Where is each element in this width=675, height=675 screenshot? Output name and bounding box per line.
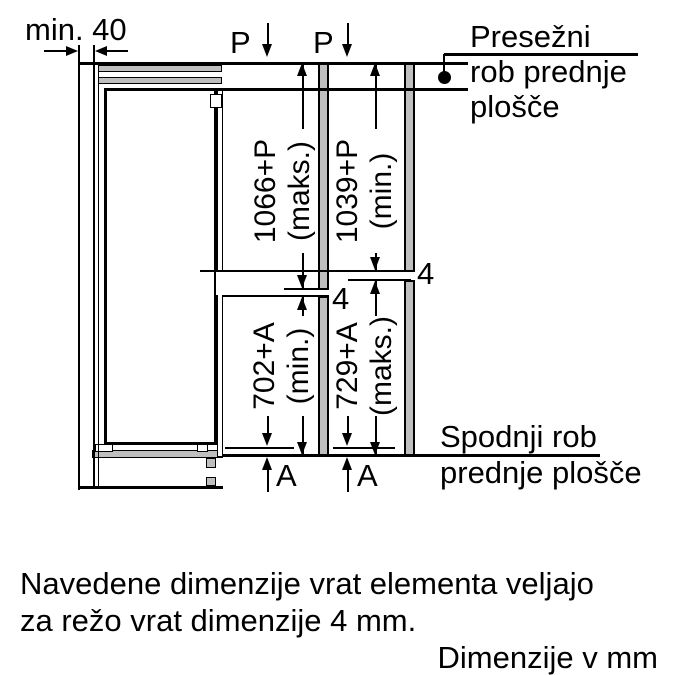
callout-leader-line xyxy=(444,53,638,56)
wall-line-left xyxy=(78,45,80,490)
top-edge-line xyxy=(78,62,468,65)
dim-label-729: 729+A(maks.) xyxy=(331,316,399,416)
dim-label-1039: 1039+P(min.) xyxy=(331,129,399,253)
note-line-2: za režo vrat dimenzije 4 mm. xyxy=(20,603,417,638)
door-panel-left-upper xyxy=(318,63,329,290)
callout-top-line-3: plošče xyxy=(470,89,560,124)
callout-leader-dot xyxy=(438,71,451,84)
min-clearance-label: min. 40 xyxy=(25,12,127,47)
callout-top-line-1: Presežni xyxy=(470,19,591,54)
door-panel-right-lower xyxy=(404,280,415,457)
a-arrow-down-right-shaft xyxy=(346,411,349,434)
a-label-right: A xyxy=(357,458,378,493)
split-line-right-bottom xyxy=(348,279,411,281)
vent-grille-bar-second xyxy=(98,76,222,84)
callout-top-line-2: rob prednje xyxy=(470,54,627,89)
split-line-left-bottom xyxy=(222,294,329,297)
door-panel-right-upper xyxy=(404,63,415,272)
adjustable-foot-upper xyxy=(206,458,216,468)
min-clearance-arrow-right-shaft xyxy=(104,50,128,52)
a-arrow-up-left-shaft xyxy=(266,469,269,492)
dim-line-1066-head-bottom xyxy=(297,275,307,288)
dim-line-1039-head-bottom xyxy=(369,257,380,270)
dim-line-729-head-bottom xyxy=(369,442,380,455)
a-arrow-down-right-head xyxy=(341,433,352,446)
adjustable-foot-lower xyxy=(206,476,216,486)
dim-line-729-head-top xyxy=(369,281,380,294)
bottom-edge-line xyxy=(223,454,600,457)
dim-label-702: 702+A(min.) xyxy=(248,316,316,416)
callout-bottom-line-1: Spodnji rob xyxy=(440,419,597,454)
a-arrow-up-right-head xyxy=(341,457,352,470)
min-clearance-arrow-right-head xyxy=(95,45,107,56)
dim-line-1039-head-top xyxy=(369,63,380,76)
split-line-left-top xyxy=(284,288,329,290)
cabinet-side-line-inner xyxy=(97,63,99,488)
door-panel-left-lower xyxy=(318,296,329,457)
a-arrow-down-left-shaft xyxy=(266,411,269,434)
min-clearance-arrow-left-head xyxy=(66,45,78,56)
a-label-left: A xyxy=(276,458,297,493)
min-clearance-arrow-left-shaft xyxy=(44,50,68,52)
vent-grille-bar-top xyxy=(98,65,222,72)
appliance-foot-tab-left xyxy=(95,443,113,452)
callout-leader-tick xyxy=(442,54,445,72)
p-arrow-right-head xyxy=(342,44,352,57)
dim-line-1066-head-top xyxy=(297,63,307,76)
split-line-right-top xyxy=(200,270,410,272)
p-arrow-left-head xyxy=(261,44,272,57)
p-label-left: P xyxy=(230,25,251,60)
a-arrow-up-left-head xyxy=(261,457,272,470)
cabinet-side-line-outer xyxy=(93,45,95,488)
dim-label-1066: 1066+P(maks.) xyxy=(249,129,317,253)
appliance-foot-tab-right xyxy=(197,443,208,452)
appliance-top-notch xyxy=(210,94,222,108)
gap-4-label-left: 4 xyxy=(332,281,350,316)
door-strip-gap xyxy=(215,272,225,295)
p-label-right: P xyxy=(313,25,334,60)
note-line-1: Navedene dimenzije vrat elementa veljajo xyxy=(20,566,594,601)
units-label: Dimenzije v mm xyxy=(437,640,658,675)
a-arrow-down-left-head xyxy=(261,433,272,446)
a-arrow-up-right-shaft xyxy=(346,469,349,492)
dim-line-702-head-bottom xyxy=(296,442,307,455)
door-bottom-line-mid xyxy=(333,447,395,449)
appliance-top-line xyxy=(104,88,468,91)
appliance-body xyxy=(104,88,217,445)
gap-4-label-right: 4 xyxy=(417,256,435,291)
dim-line-702-head-top xyxy=(296,297,307,310)
callout-bottom-line-2: prednje plošče xyxy=(440,455,642,490)
cabinet-bottom-line xyxy=(78,486,223,489)
door-bottom-line-left xyxy=(225,447,294,449)
p-arrow-left-shaft xyxy=(266,23,269,45)
p-arrow-right-shaft xyxy=(347,23,349,45)
